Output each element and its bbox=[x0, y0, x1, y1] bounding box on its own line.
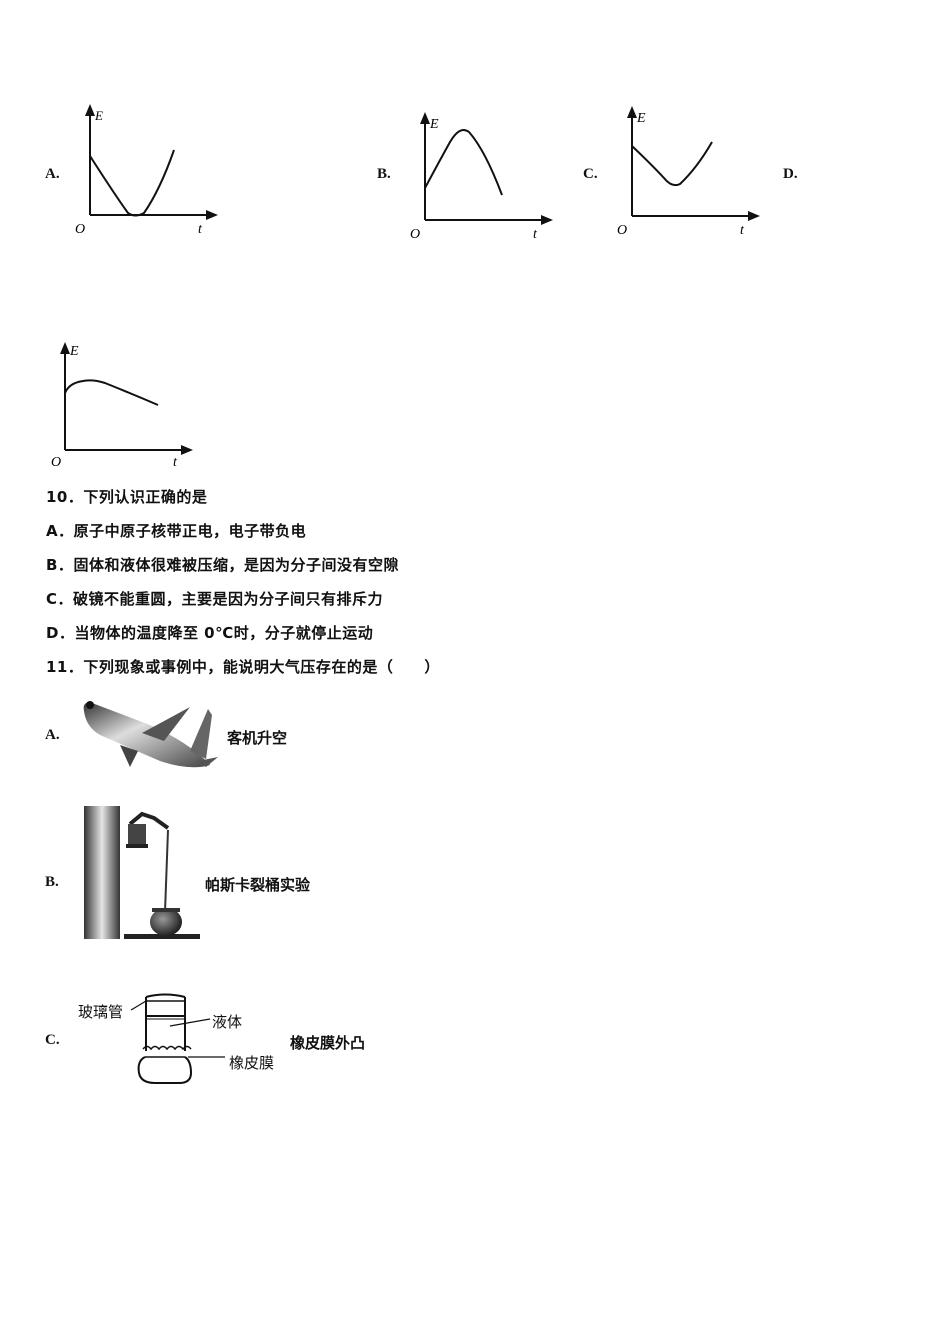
q10-option-b-letter: B． bbox=[46, 556, 74, 574]
q11-option-a-caption: 客机升空 bbox=[227, 729, 288, 747]
svg-text:E: E bbox=[636, 111, 646, 126]
q10-option-c: C．破镜不能重圆，主要是因为分子间只有排斥力 bbox=[46, 588, 383, 609]
svg-text:E: E bbox=[94, 108, 103, 123]
airplane-image bbox=[83, 701, 218, 768]
pascal-barrel-image bbox=[84, 806, 200, 939]
svg-text:O: O bbox=[51, 455, 61, 470]
q10-option-a-letter: A． bbox=[46, 522, 74, 540]
q10-stem: 10．下列认识正确的是 bbox=[46, 488, 208, 506]
q10-option-d: D．当物体的温度降至 0℃时，分子就停止运动 bbox=[46, 622, 373, 643]
svg-text:t: t bbox=[173, 455, 178, 470]
q11-option-a-letter: A. bbox=[45, 727, 60, 743]
q9-option-c-letter: C. bbox=[583, 166, 598, 182]
q9-option-d-letter: D. bbox=[783, 166, 798, 182]
svg-text:t: t bbox=[740, 223, 745, 238]
liquid-label: 液体 bbox=[212, 1013, 243, 1031]
svg-text:O: O bbox=[410, 227, 420, 240]
q10-option-c-letter: C． bbox=[46, 590, 74, 608]
q10-option-a-text: 原子中原子核带正电，电子带负电 bbox=[73, 522, 307, 540]
q10-option-a: A．原子中原子核带正电，电子带负电 bbox=[46, 520, 306, 541]
svg-text:E: E bbox=[69, 344, 79, 359]
q10-option-b: B．固体和液体很难被压缩，是因为分子间没有空隙 bbox=[46, 554, 399, 575]
q10-option-b-text: 固体和液体很难被压缩，是因为分子间没有空隙 bbox=[73, 556, 399, 574]
q11-option-b-letter: B. bbox=[45, 874, 59, 890]
q11-option-c-caption: 橡皮膜外凸 bbox=[290, 1034, 366, 1052]
svg-text:O: O bbox=[617, 223, 627, 238]
q9-graph-a: E O t bbox=[75, 104, 218, 237]
q11-stem: 11．下列现象或事例中，能说明大气压存在的是（ ） bbox=[46, 658, 440, 676]
q10-option-d-letter: D． bbox=[46, 624, 75, 642]
glass-tube-diagram bbox=[130, 993, 225, 1084]
svg-text:t: t bbox=[533, 227, 538, 240]
glass-tube-label: 玻璃管 bbox=[78, 1003, 124, 1021]
q9-option-a-letter: A. bbox=[45, 166, 60, 182]
svg-text:O: O bbox=[75, 222, 85, 237]
rubber-membrane-label: 橡皮膜 bbox=[229, 1054, 275, 1072]
q10-option-c-text: 破镜不能重圆，主要是因为分子间只有排斥力 bbox=[73, 590, 384, 608]
q11-option-c-letter: C. bbox=[45, 1032, 60, 1048]
q9-option-b-letter: B. bbox=[377, 166, 391, 182]
q10-option-d-text: 当物体的温度降至 0℃时，分子就停止运动 bbox=[74, 624, 374, 642]
svg-text:E: E bbox=[429, 117, 439, 132]
q9-graph-c: E O t bbox=[617, 106, 760, 238]
q9-graph-b: E O t bbox=[410, 112, 553, 240]
q11-option-b-caption: 帕斯卡裂桶实验 bbox=[205, 876, 311, 894]
q9-graph-d: E O t bbox=[51, 342, 193, 470]
svg-text:t: t bbox=[198, 222, 203, 237]
